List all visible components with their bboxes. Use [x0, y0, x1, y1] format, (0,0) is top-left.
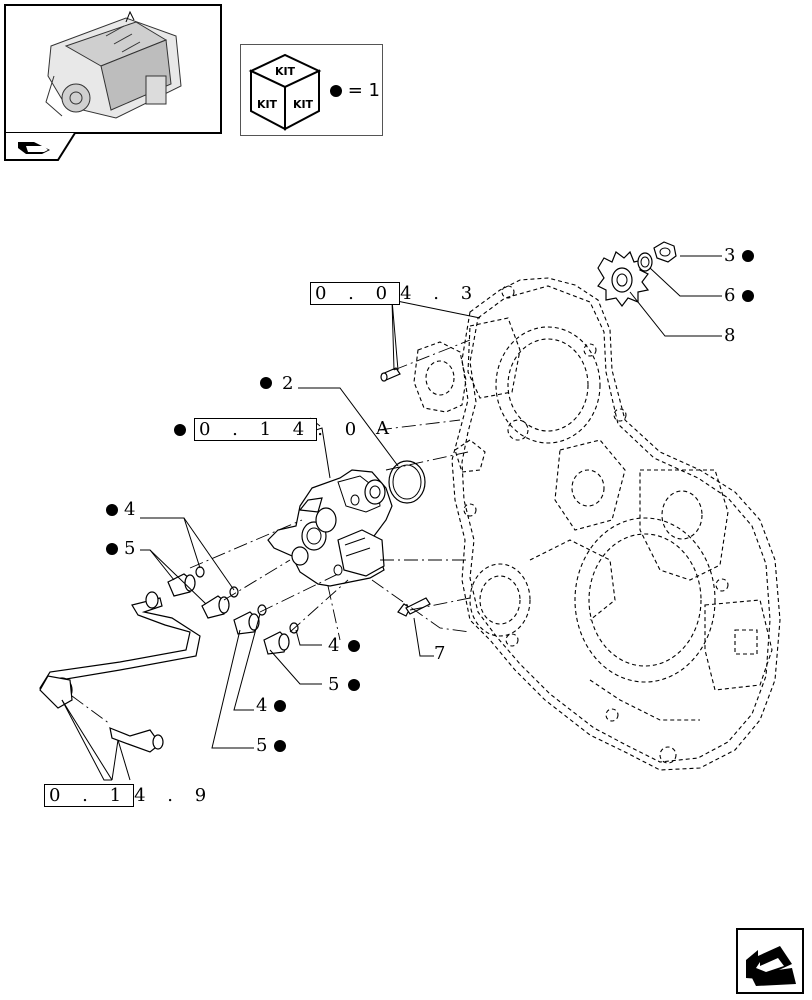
label-part-7: 7: [434, 643, 446, 664]
reference-0-14-0-rest: . 0: [317, 419, 365, 440]
next-page-button[interactable]: [736, 928, 804, 994]
reference-0-14-0[interactable]: 0 . 1 4. 0: [194, 418, 365, 441]
label-part-2: 2: [282, 373, 294, 394]
fitting-5-left: [167, 573, 196, 597]
fitting-5-right: [263, 631, 290, 655]
engine-thumbnail: [4, 4, 222, 134]
previous-page-icon: [4, 132, 76, 161]
washer-4-lower: [257, 604, 267, 616]
label-part-4-left: 4: [124, 499, 136, 520]
label-part-4-lower: 4: [256, 695, 268, 716]
fuel-pipe: [39, 591, 201, 753]
kit-box-icon: KIT KIT KIT: [248, 53, 322, 131]
label-part-6: 6: [724, 285, 736, 306]
pump-flange: [413, 317, 521, 413]
engine-thumbnail-icon: [45, 10, 182, 119]
navigation-arrow-icon: [736, 928, 804, 994]
assembly-centerlines: [71, 339, 471, 725]
gear-washer: [637, 252, 653, 272]
kit-legend-text: = 1: [330, 80, 380, 101]
reference-0-14-9-rest: 4 . 9: [134, 785, 215, 806]
kit-bullets: [106, 250, 754, 752]
kit-legend: KIT KIT KIT: [240, 44, 383, 136]
label-part-8: 8: [724, 325, 736, 346]
label-part-5-lower: 5: [256, 735, 268, 756]
washer-4-left: [195, 566, 205, 578]
flange-screw: [380, 367, 401, 382]
bolt-7: [397, 597, 431, 617]
reference-0-04-3-boxed: 0 . 0: [310, 282, 401, 305]
leader-lines: [61, 255, 722, 781]
gear-nut: [653, 241, 677, 263]
kit-right-label: KIT: [293, 98, 314, 111]
fitting-5-mid: [201, 595, 230, 619]
kit-equals: = 1: [347, 80, 380, 101]
label-detail-a: A: [376, 418, 389, 439]
label-part-5-right: 5: [328, 674, 340, 695]
drive-gear: [597, 250, 650, 307]
label-part-5-left: 5: [124, 538, 136, 559]
high-pressure-pump: [267, 469, 393, 587]
reference-0-14-0-boxed: 0 . 1 4: [194, 418, 318, 441]
label-part-3: 3: [724, 245, 736, 266]
kit-top-label: KIT: [275, 65, 296, 78]
reference-0-14-9-boxed: 0 . 1: [44, 784, 135, 807]
gear-housing: [451, 277, 781, 771]
kit-dot-icon: [330, 85, 342, 97]
washer-4-mid: [229, 586, 239, 598]
o-ring: [388, 460, 426, 504]
kit-left-label: KIT: [257, 98, 278, 111]
reference-0-04-3-rest: 4 . 3: [400, 283, 481, 304]
previous-page-tab[interactable]: [4, 132, 76, 162]
label-part-4-right: 4: [328, 635, 340, 656]
